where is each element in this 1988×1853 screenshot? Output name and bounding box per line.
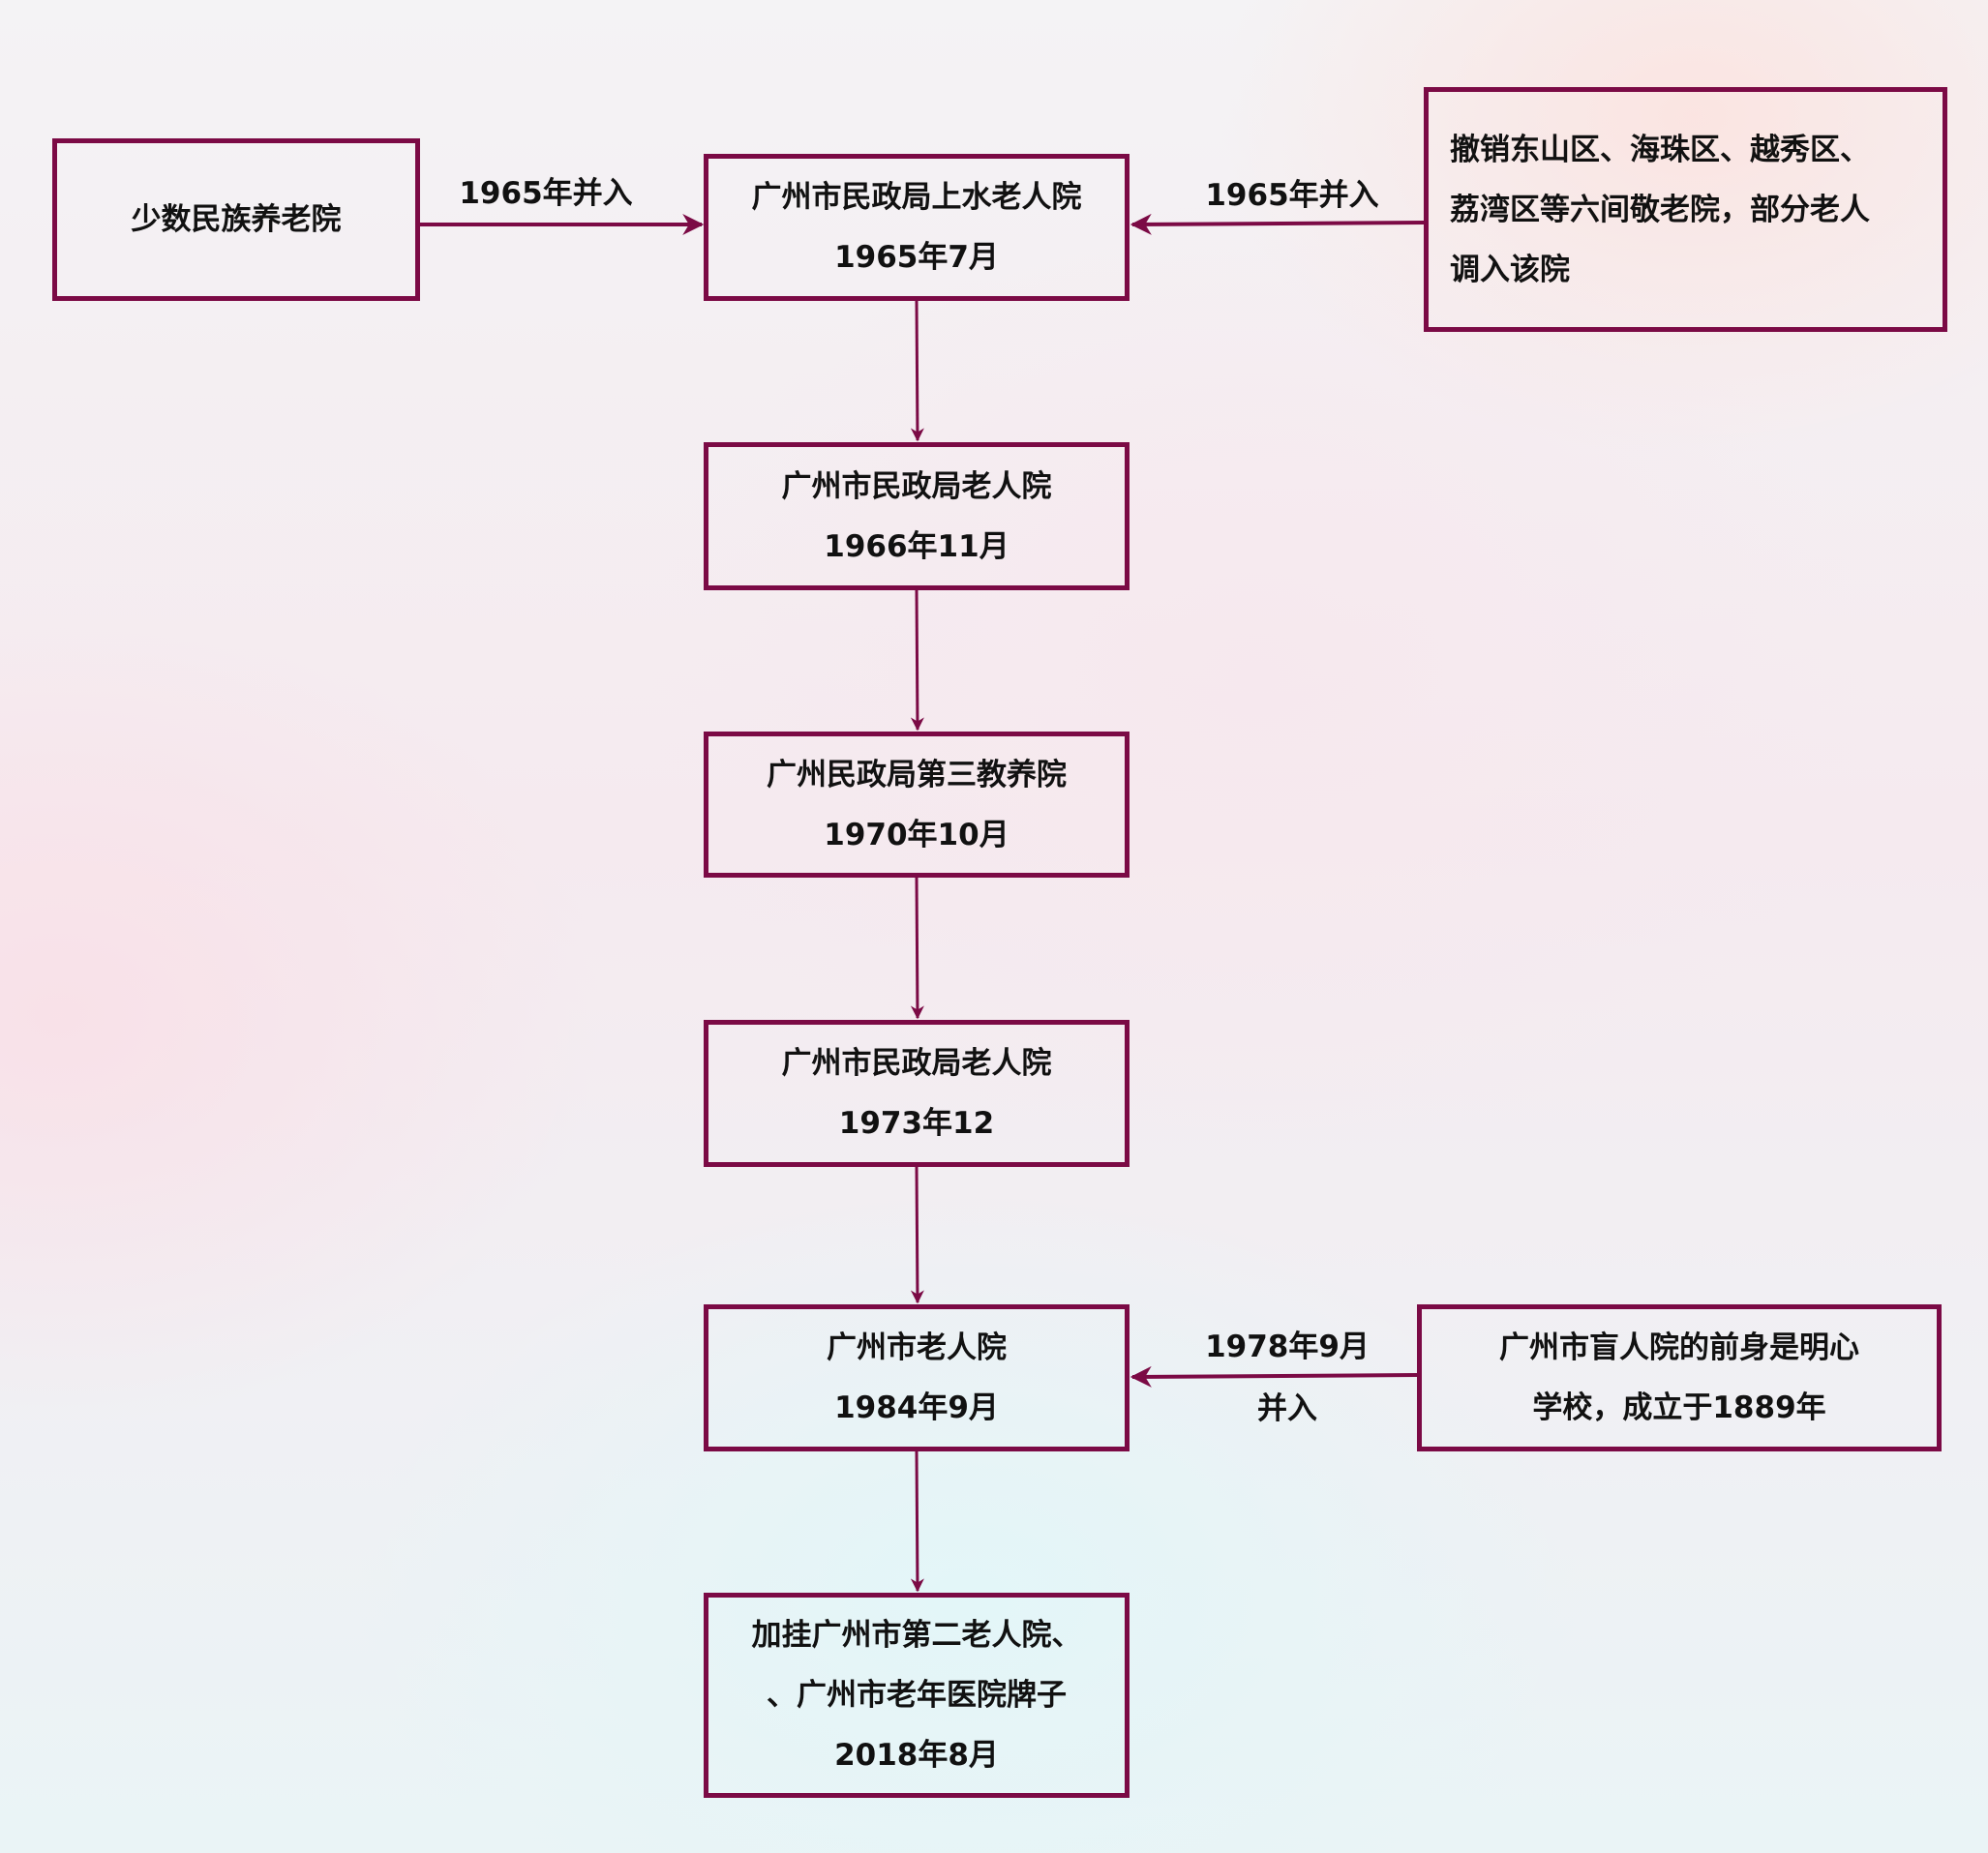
edge-label-text: 1965年并入 xyxy=(459,176,633,211)
node-date: 1984年9月 xyxy=(834,1390,999,1425)
node-date: 2018年8月 xyxy=(834,1738,999,1773)
node-guangzhou-elderly-home: 广州市老人院 1984年9月 xyxy=(704,1304,1130,1451)
arrow-n5-to-n6 xyxy=(910,1450,924,1593)
node-minority-nursing-home: 少数民族养老院 xyxy=(52,138,420,301)
node-date: 1965年7月 xyxy=(834,240,999,275)
edge-label-district-merge: 1965年并入 xyxy=(1166,166,1418,224)
node-line: 加挂广州市第二老人院、 xyxy=(751,1618,1082,1653)
node-date: 1970年10月 xyxy=(824,817,1009,852)
arrow-n4-to-n5 xyxy=(910,1166,924,1304)
edge-label-blind-merge: 1978年9月 并入 xyxy=(1161,1316,1413,1440)
arrow-n1-to-n2 xyxy=(910,300,924,442)
node-line: 学校，成立于1889年 xyxy=(1532,1390,1826,1425)
node-line: 广州市民政局老人院 xyxy=(781,1046,1052,1081)
node-line: 广州市民政局上水老人院 xyxy=(751,180,1082,215)
node-line: 、广州市老年医院牌子 xyxy=(767,1678,1067,1713)
node-line: 广州市民政局老人院 xyxy=(781,468,1052,504)
node-blind-home: 广州市盲人院的前身是明心 学校，成立于1889年 xyxy=(1417,1304,1942,1451)
node-district-homes: 撤销东山区、海珠区、越秀区、 荔湾区等六间敬老院，部分老人 调入该院 xyxy=(1424,87,1947,332)
node-third-rehabilitation-home: 广州民政局第三教养院 1970年10月 xyxy=(704,732,1130,878)
edge-label-date: 1978年9月 xyxy=(1205,1330,1370,1364)
edge-label-minority-merge: 1965年并入 xyxy=(420,164,672,223)
arrow-n2-to-n3 xyxy=(910,589,924,732)
node-line: 广州民政局第三教养院 xyxy=(767,757,1067,792)
node-date: 1966年11月 xyxy=(824,528,1009,564)
node-line: 调入该院 xyxy=(1450,252,1570,287)
node-line: 广州市盲人院的前身是明心 xyxy=(1499,1330,1859,1365)
node-civil-affairs-elderly-home-1973: 广州市民政局老人院 1973年12 xyxy=(704,1020,1130,1167)
node-line: 荔湾区等六间敬老院，部分老人 xyxy=(1450,192,1870,227)
edge-label-text: 并入 xyxy=(1257,1391,1317,1426)
arrow-n3-to-n4 xyxy=(910,877,924,1020)
node-second-elderly-home-2018: 加挂广州市第二老人院、 、广州市老年医院牌子 2018年8月 xyxy=(704,1593,1130,1798)
node-line: 广州市老人院 xyxy=(827,1330,1007,1365)
node-shangshui-elderly-home: 广州市民政局上水老人院 1965年7月 xyxy=(704,154,1130,301)
node-civil-affairs-elderly-home-1966: 广州市民政局老人院 1966年11月 xyxy=(704,442,1130,590)
edge-label-text: 1965年并入 xyxy=(1205,178,1379,213)
node-line: 少数民族养老院 xyxy=(131,202,342,237)
node-date: 1973年12 xyxy=(838,1106,995,1141)
node-line: 撤销东山区、海珠区、越秀区、 xyxy=(1450,132,1870,167)
